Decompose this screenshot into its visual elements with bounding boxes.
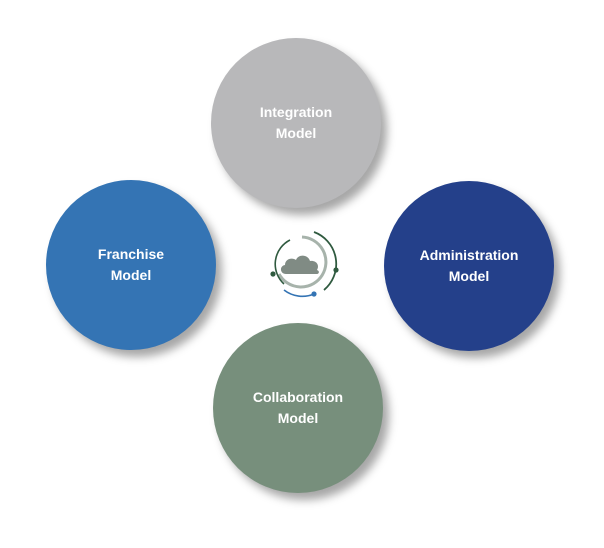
left-orbit-arc: [274, 239, 291, 285]
franchise-model-label: Franchise Model: [97, 246, 165, 283]
blue-orbit-arc: [283, 289, 315, 298]
integration-model-label: Integration Model: [259, 104, 333, 141]
collaboration-model-node: Collaboration Model: [213, 323, 383, 493]
franchise-model-node: Franchise Model: [46, 180, 216, 350]
integration-model-node: Integration Model: [211, 38, 381, 208]
orbit-dot-right: [333, 267, 339, 273]
cloud-shape: [280, 255, 319, 274]
cloud-icon: [262, 224, 342, 304]
administration-model-label: Administration Model: [419, 247, 519, 284]
orbit-dot-bottom: [311, 291, 317, 297]
administration-model-node: Administration Model: [384, 181, 554, 351]
outer-orbit-arc: [313, 231, 338, 291]
collaboration-model-label: Collaboration Model: [252, 389, 344, 426]
orbit-dot-left: [270, 271, 276, 277]
cloud-orbit-icon: [270, 231, 339, 298]
inner-orbit-ring: [277, 235, 328, 289]
